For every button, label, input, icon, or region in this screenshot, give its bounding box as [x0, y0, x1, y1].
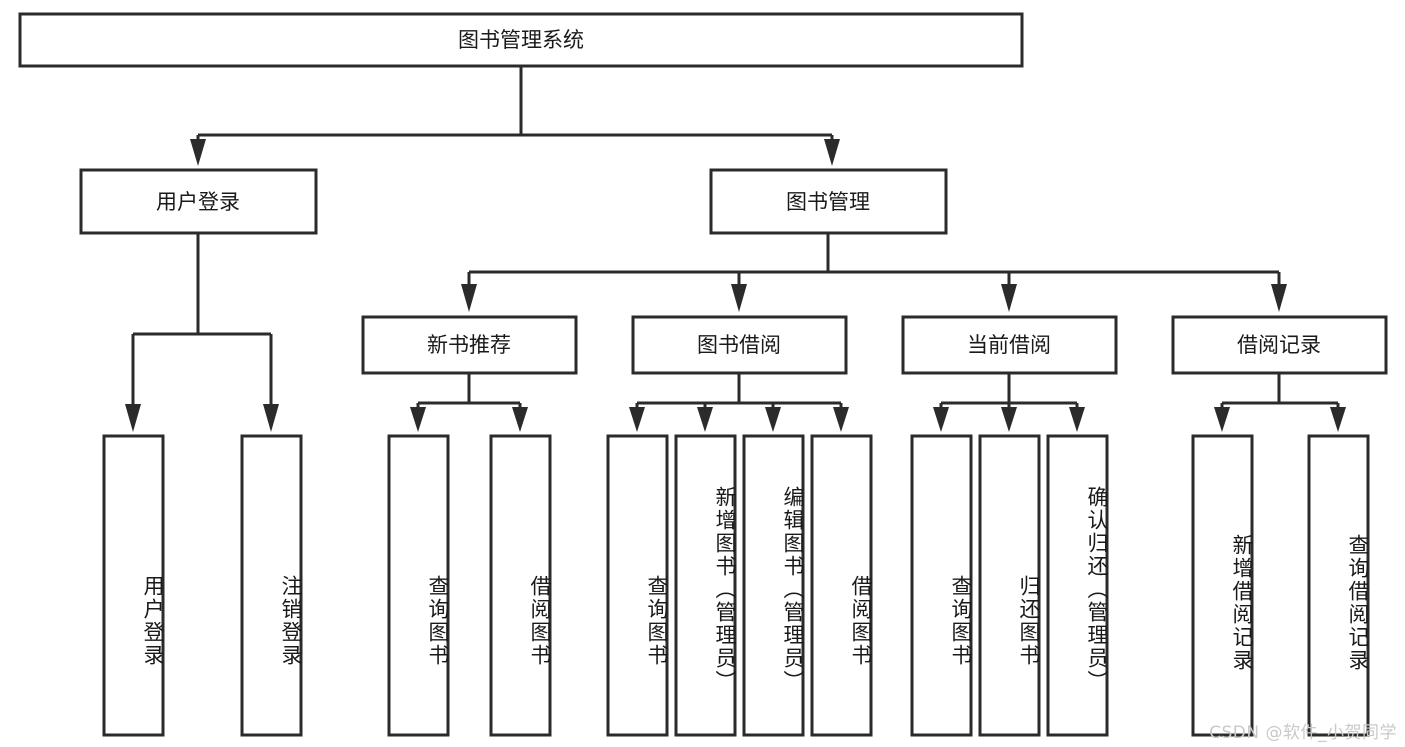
leaf-box-bb-edit-book[interactable]: [742, 434, 805, 737]
leaf-box-nb-query-book[interactable]: [387, 434, 450, 737]
arrow-head-book-borrow: [731, 284, 747, 312]
node-current-borrow-box[interactable]: [901, 315, 1118, 375]
node-new-book-recommend-label: 新书推荐: [427, 333, 511, 357]
connector-root-to-level2: [190, 66, 840, 166]
arrow-head-current-borrow: [1001, 284, 1017, 312]
arrow-head-nb-borrow-book: [512, 407, 528, 432]
connector-current-borrow-to-leaves: [933, 373, 1085, 432]
arrow-head-cb-query-book: [933, 407, 949, 432]
arrow-head-book-manage: [824, 139, 840, 166]
node-root-box[interactable]: [18, 12, 1024, 68]
arrow-head-bb-query-book: [629, 407, 645, 432]
connector-book-manage-to-level3: [461, 233, 1287, 312]
leaf-box-bb-query-book[interactable]: [606, 434, 669, 737]
leaf-box-br-query-record[interactable]: [1307, 434, 1370, 737]
node-new-book-recommend-box[interactable]: [361, 315, 578, 375]
node-borrow-record[interactable]: 借阅记录: [1171, 315, 1388, 375]
arrow-head-bb-edit-book: [765, 407, 781, 432]
arrow-head-user-login: [190, 139, 206, 166]
leaf-box-user-login[interactable]: [102, 434, 165, 737]
connector-book-borrow-to-leaves: [629, 373, 849, 432]
node-current-borrow-label: 当前借阅: [967, 333, 1051, 357]
node-book-borrow[interactable]: 图书借阅: [631, 315, 848, 375]
node-root[interactable]: 图书管理系统: [18, 12, 1024, 68]
arrow-head-bb-add-book: [697, 407, 713, 432]
node-new-book-recommend[interactable]: 新书推荐: [361, 315, 578, 375]
leaf-box-cb-confirm-return[interactable]: [1046, 434, 1109, 737]
arrow-head-br-query-record: [1330, 407, 1346, 432]
node-user-login[interactable]: 用户登录: [79, 168, 318, 235]
leaf-box-br-add-record[interactable]: [1191, 434, 1254, 737]
arrow-head-cb-confirm-return: [1069, 407, 1085, 432]
node-borrow-record-label: 借阅记录: [1237, 333, 1321, 357]
leaf-box-cb-return-book[interactable]: [978, 434, 1041, 737]
arrow-head-br-add-record: [1214, 407, 1230, 432]
leaf-box-nb-borrow-book[interactable]: [489, 434, 552, 737]
arrow-head-cb-return-book: [1001, 407, 1017, 432]
arrow-head-leaf-logout: [263, 404, 279, 432]
node-root-label: 图书管理系统: [458, 28, 584, 52]
node-current-borrow[interactable]: 当前借阅: [901, 315, 1118, 375]
leaf-box-bb-borrow-book[interactable]: [810, 434, 873, 737]
node-book-borrow-label: 图书借阅: [697, 333, 781, 357]
arrow-head-borrow-record: [1271, 284, 1287, 312]
connector-borrow-record-to-leaves: [1214, 373, 1346, 432]
arrow-head-bb-borrow-book: [833, 407, 849, 432]
connector-new-book-to-leaves: [410, 373, 528, 432]
node-book-manage-label: 图书管理: [786, 190, 870, 214]
leaf-box-logout[interactable]: [240, 434, 303, 737]
node-user-login-box[interactable]: [79, 168, 318, 235]
leaf-box-cb-query-book[interactable]: [910, 434, 973, 737]
csdn-watermark: CSDN @软件_小贺同学: [1209, 723, 1397, 743]
node-user-login-label: 用户登录: [156, 190, 240, 214]
arrow-head-new-book-rec: [461, 284, 477, 312]
leaf-box-bb-add-book[interactable]: [674, 434, 737, 737]
node-book-manage[interactable]: 图书管理: [709, 168, 948, 235]
arrow-head-nb-query-book: [410, 407, 426, 432]
connector-user-login-to-leaves: [125, 233, 279, 432]
arrow-head-leaf-user-login: [125, 404, 141, 432]
